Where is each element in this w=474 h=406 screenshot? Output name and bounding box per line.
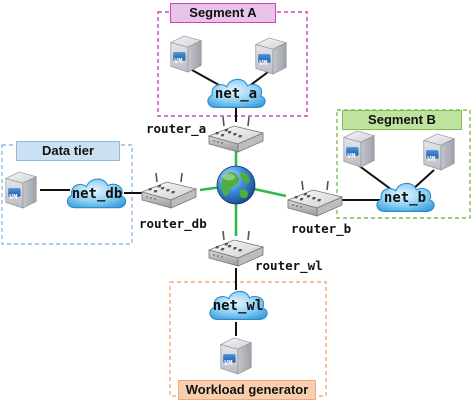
segment-a-label: Segment A: [170, 3, 276, 23]
router-db-label: router_db: [139, 216, 207, 231]
vm-badge-label: VM: [9, 193, 18, 201]
vm-icon: [220, 337, 252, 375]
vm-icon: [423, 133, 455, 171]
link-vm-b2-net-b: [411, 169, 435, 191]
router-b-label: router_b: [291, 221, 352, 236]
segment-db-label: Data tier: [16, 141, 120, 161]
vm-badge-label: VM: [224, 359, 233, 367]
net-a-label: net_a: [214, 86, 258, 102]
vm-icon: [5, 171, 37, 209]
segment-wl-label: Workload generator: [178, 380, 316, 400]
vm-badge-label: VM: [174, 57, 183, 65]
router-a-label: router_a: [146, 121, 207, 136]
net-wl-label: net_wl: [212, 298, 264, 314]
router-icon: [287, 180, 343, 217]
router-icon: [141, 172, 197, 209]
vm-icon: [343, 130, 375, 168]
vm-icon: [255, 37, 287, 75]
link-vm-b1-net-b: [357, 164, 393, 191]
router-wl-label: router_wl: [255, 258, 323, 273]
segment-b-label: Segment B: [342, 110, 462, 130]
vm-badge-label: VM: [347, 152, 356, 160]
segment-wl-box: [169, 281, 327, 397]
net-db-label: net_db: [71, 186, 123, 202]
router-icon: [208, 116, 264, 153]
globe-icon: [216, 165, 256, 205]
vm-badge-label: VM: [259, 59, 268, 67]
vm-icon: [170, 35, 202, 73]
net-b-label: net_b: [383, 190, 427, 206]
vm-badge-label: VM: [427, 155, 436, 163]
